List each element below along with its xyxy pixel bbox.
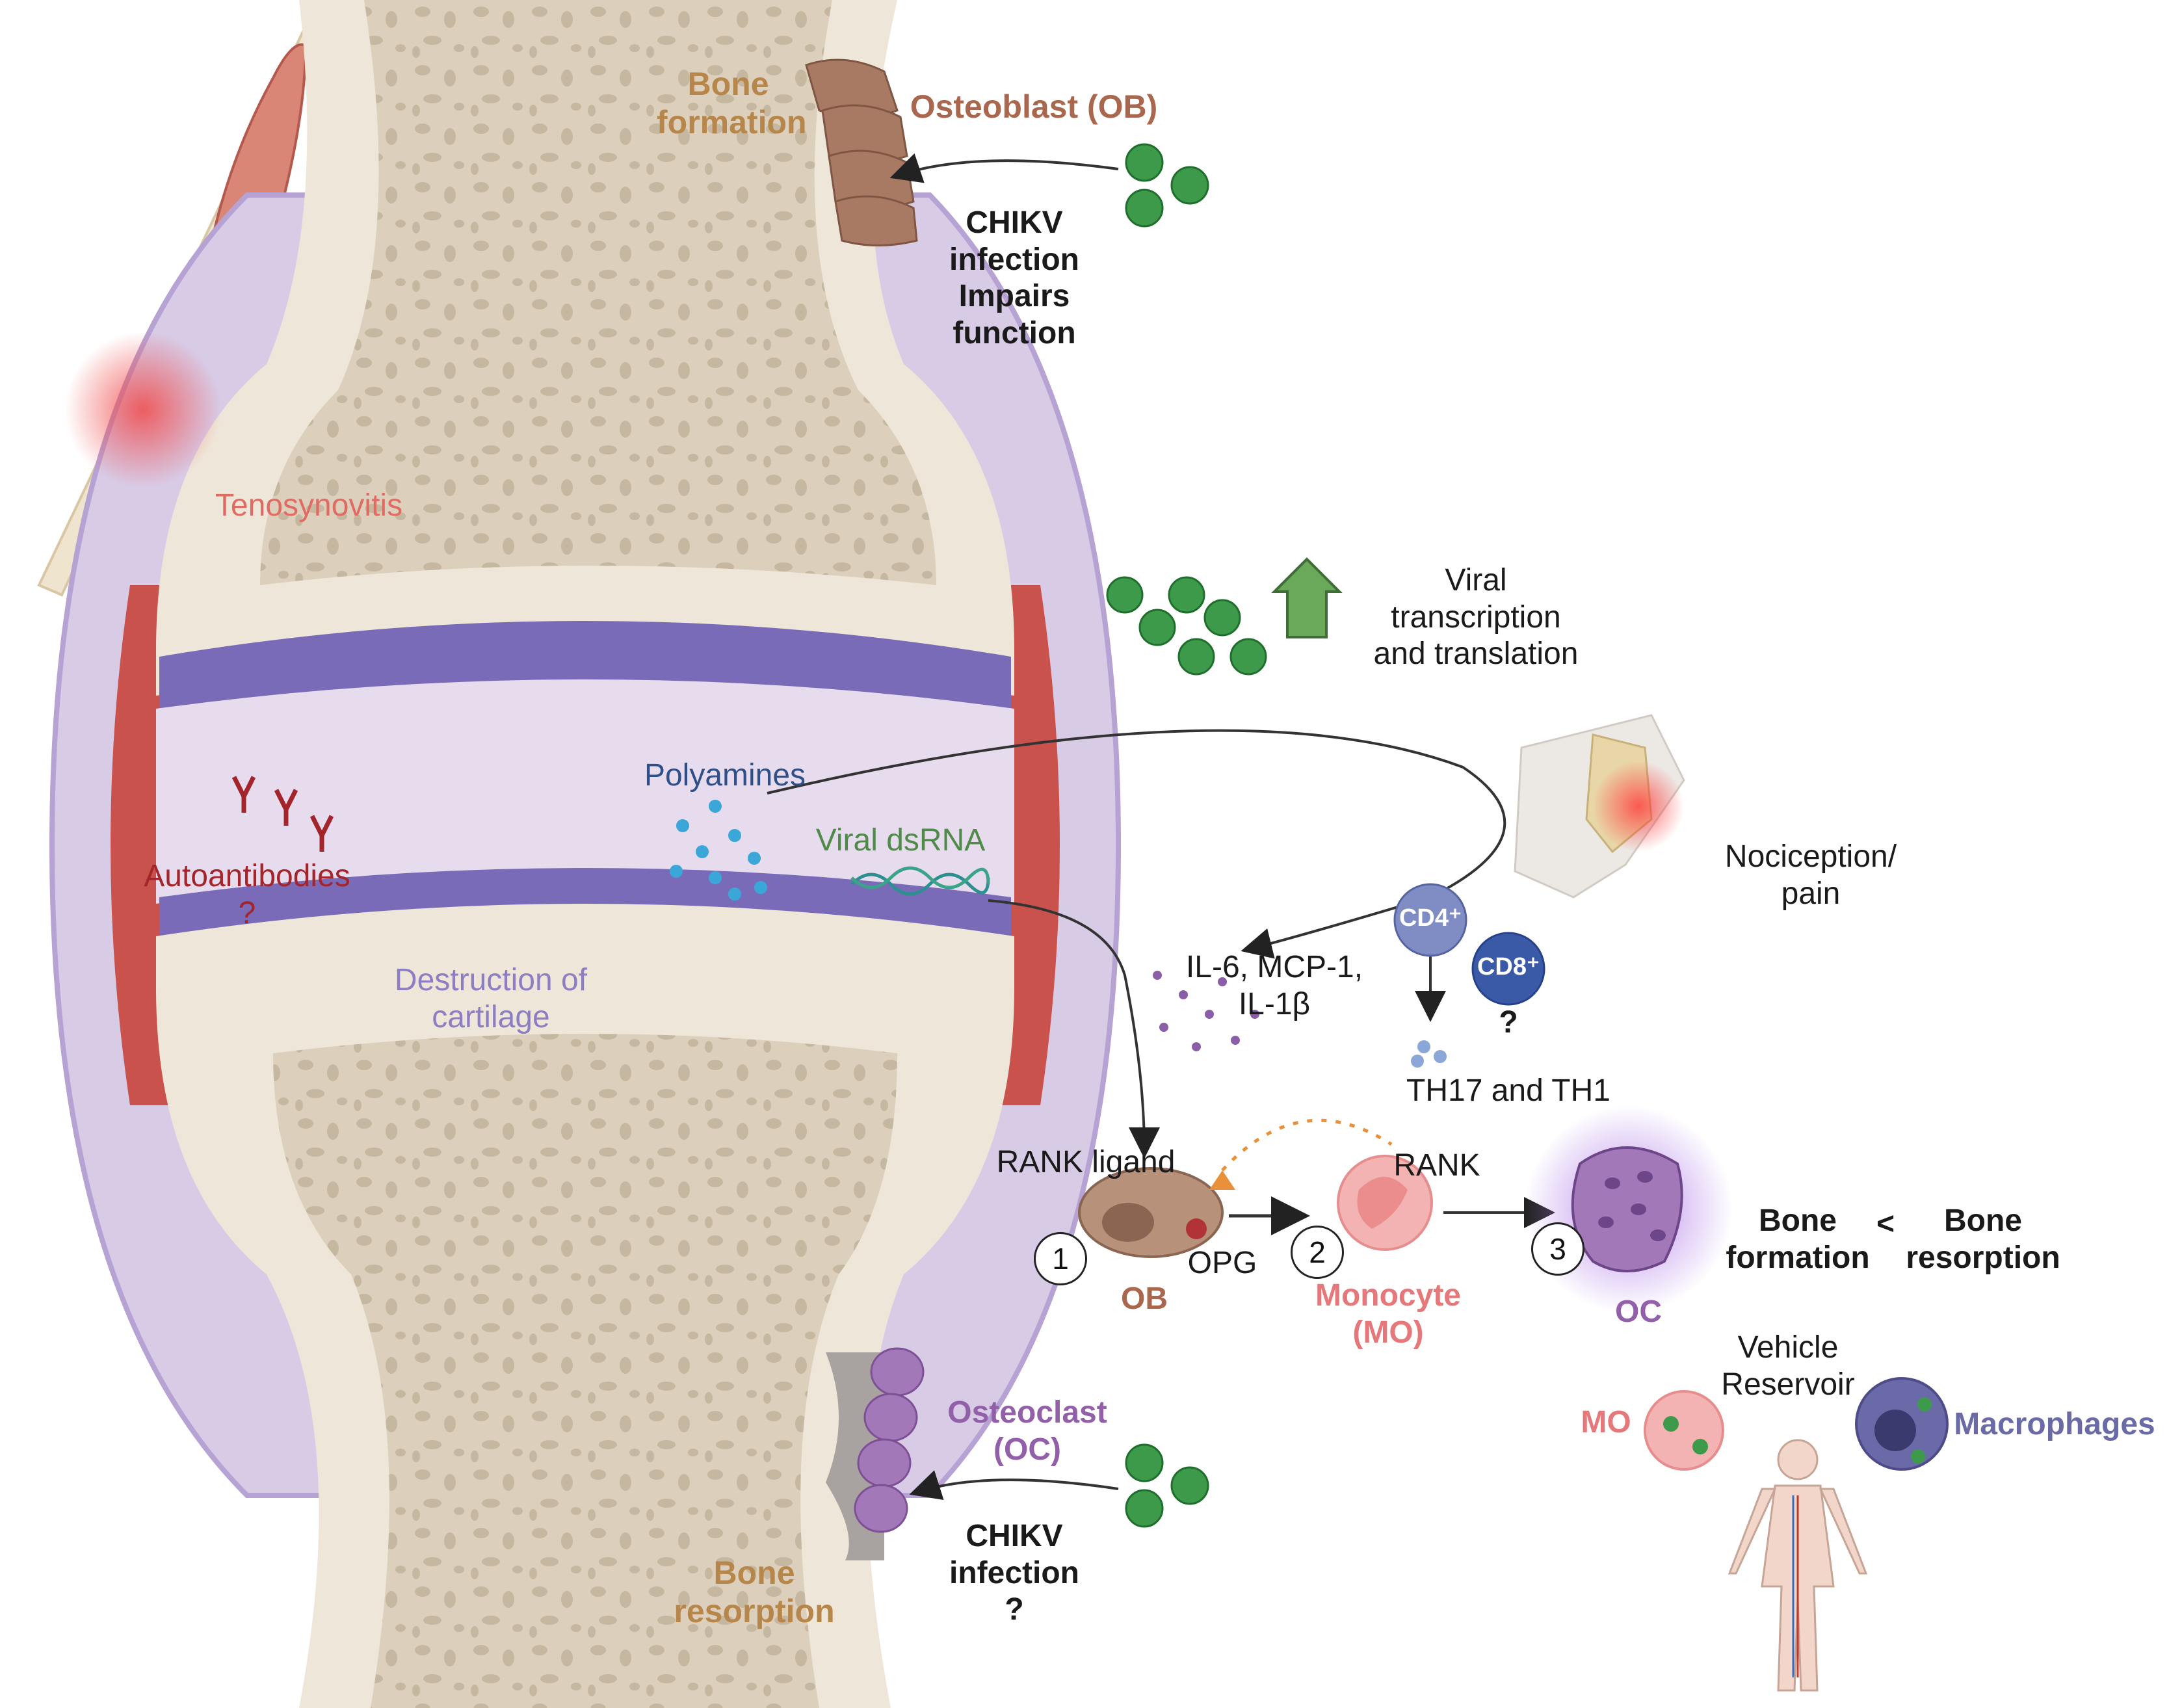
virus-particles-top <box>1125 143 1209 228</box>
lower-spongy-bone <box>273 1034 897 1708</box>
nociception-label: Nociception/ pain <box>1724 839 1897 911</box>
chikv-question-label: CHIKV infection ? <box>949 1519 1079 1627</box>
step-1-badge: 1 <box>1034 1232 1087 1285</box>
bone-resorption-right-label: Bone resorption <box>1906 1203 2060 1275</box>
monocyte-nucleus <box>1357 1177 1408 1229</box>
cd8-question-label: ? <box>1499 1005 1518 1040</box>
osteoblast-cells <box>805 59 918 246</box>
tenosynovitis-label: Tenosynovitis <box>215 488 403 523</box>
destruction-label: Destruction of cartilage <box>394 963 588 1034</box>
viral-to-osteoblast-arrow <box>889 153 1119 183</box>
macrophage-virus-1 <box>1917 1397 1932 1412</box>
virus-particles-middle <box>1106 576 1267 676</box>
tenosynovitis-glow <box>65 332 221 488</box>
th17-th1-label: TH17 and TH1 <box>1406 1073 1610 1108</box>
opg-molecule <box>1186 1218 1207 1239</box>
macrophage-nucleus <box>1874 1410 1916 1451</box>
vehicle-reservoir-label: Vehicle Reservoir <box>1721 1330 1855 1402</box>
upper-spongy-bone <box>260 0 936 585</box>
cd4-label: CD4⁺ <box>1399 904 1462 932</box>
step-3-badge: 3 <box>1531 1222 1584 1276</box>
macrophages-label: Macrophages <box>1954 1407 2155 1441</box>
viral-dsrna-label: Viral dsRNA <box>815 823 986 858</box>
dsrna-to-rankl-arrow <box>988 899 1160 1159</box>
rank-label: RANK <box>1393 1148 1480 1183</box>
step-2-badge: 2 <box>1291 1226 1344 1279</box>
ob-cell <box>1078 1167 1224 1258</box>
up-arrow-icon <box>1271 557 1343 638</box>
reservoir-virus-1 <box>1663 1416 1679 1432</box>
viral-to-osteoclast-arrow <box>909 1470 1119 1500</box>
macrophage-virus-2 <box>1911 1449 1925 1464</box>
knee-icon <box>1514 714 1685 899</box>
viral-transcription-label: Viral transcription and translation <box>1373 563 1579 672</box>
oc-cell <box>1571 1146 1683 1272</box>
reservoir-virus-2 <box>1692 1439 1708 1454</box>
oc-label: OC <box>1615 1294 1662 1329</box>
cytokines-label: IL-6, MCP-1, IL-1β <box>1185 950 1363 1021</box>
polyamine-to-cytokine-arrow <box>767 729 1506 959</box>
bone-resorption-bottom-label: Bone resorption <box>674 1555 835 1629</box>
bone-formation-right-label: Bone formation <box>1726 1203 1870 1275</box>
cd8-cell <box>1471 932 1545 1006</box>
osteoclast-cells <box>826 1347 925 1560</box>
chikv-impairs-label: CHIKV infection Impairs function <box>949 205 1079 350</box>
cd8-label: CD8⁺ <box>1477 953 1540 980</box>
polyamine-dots <box>670 800 767 900</box>
osteoblast-label: Osteoblast (OB) <box>910 88 1158 125</box>
oc-nuclei <box>1598 1171 1666 1241</box>
osteoclast-label: Osteoclast (OC) <box>947 1395 1107 1467</box>
cd4-cell <box>1393 883 1467 957</box>
rank-ligand-label: RANK ligand <box>996 1145 1176 1179</box>
bone-formation-top-label: Bone formation <box>657 66 807 140</box>
ob-nucleus <box>1102 1203 1154 1242</box>
synovial-fluid <box>156 679 1014 904</box>
cytokine-dots <box>1153 971 1259 1051</box>
dsrna-helix-icon <box>850 866 990 896</box>
rankl-molecule <box>1209 1170 1235 1190</box>
antibody-icons <box>231 776 334 852</box>
human-body-icon <box>1728 1439 1868 1692</box>
ob-label: OB <box>1121 1281 1168 1316</box>
less-than-label: < <box>1876 1207 1895 1241</box>
opg-label: OPG <box>1187 1246 1257 1280</box>
th-cell-dots <box>1411 1040 1447 1068</box>
polyamines-label: Polyamines <box>644 758 806 793</box>
virus-particles-bottom <box>1125 1443 1209 1528</box>
mo-small-label: MO <box>1581 1405 1631 1439</box>
monocyte-label: Monocyte (MO) <box>1315 1278 1461 1350</box>
autoantibodies-label: Autoantibodies ? <box>144 859 350 930</box>
